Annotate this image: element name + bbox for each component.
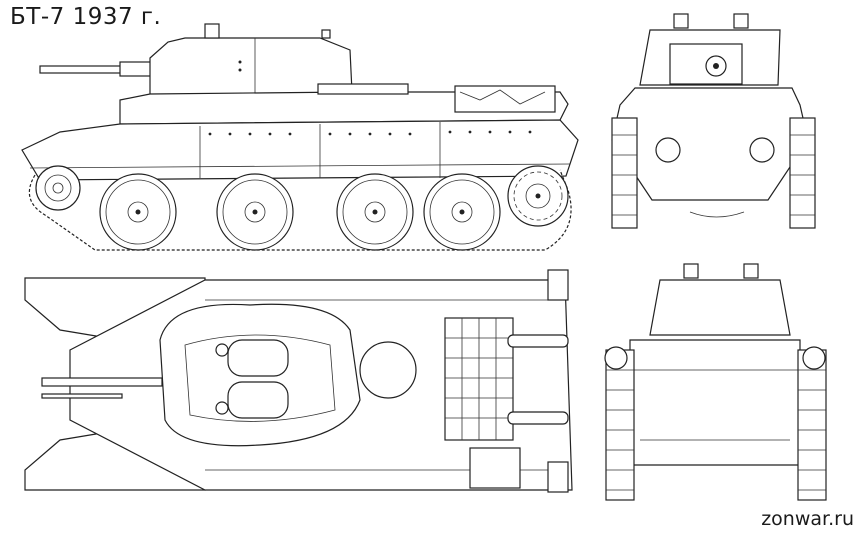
front-hull	[611, 87, 809, 201]
top-view	[24, 269, 573, 493]
rear-view	[604, 263, 827, 501]
front-track-right	[789, 117, 816, 229]
front-view	[611, 13, 816, 229]
side-view	[21, 23, 579, 251]
side-road-wheel-3	[336, 173, 414, 251]
rear-periscope-right	[743, 263, 759, 279]
source-credit: zonwar.ru	[761, 508, 854, 530]
front-track-left	[611, 117, 638, 229]
side-drive-sprocket	[507, 165, 569, 227]
rear-hull	[629, 339, 801, 466]
side-track	[28, 169, 572, 251]
side-rivets	[208, 130, 532, 136]
top-rear-track-upper	[547, 269, 569, 301]
side-engine-grille	[317, 83, 409, 95]
top-hatch-front	[215, 339, 289, 377]
side-periscope	[204, 23, 220, 39]
side-road-wheel-2	[216, 173, 294, 251]
top-hatch-rear	[215, 381, 289, 419]
rear-sprocket-right	[802, 346, 826, 370]
front-headlight-left	[655, 137, 681, 163]
side-idler-wheel	[35, 165, 81, 211]
rear-track-left	[605, 349, 635, 501]
side-road-wheel-4	[423, 173, 501, 251]
top-fan-cover	[359, 341, 417, 399]
side-stowage-box	[454, 85, 556, 113]
rear-track-right	[797, 349, 827, 501]
top-rear-track-lower	[547, 461, 569, 493]
top-exhaust-lower	[507, 411, 569, 425]
top-engine-grille	[444, 317, 514, 441]
rear-sprocket-left	[604, 346, 628, 370]
rear-periscope-left	[683, 263, 699, 279]
front-periscope-right	[733, 13, 749, 29]
top-exhaust-upper	[507, 334, 569, 348]
rear-turret	[649, 279, 791, 336]
drawing-title: БТ-7 1937 г.	[10, 4, 162, 30]
side-hull	[21, 119, 579, 181]
front-periscope-left	[673, 13, 689, 29]
top-gun-barrel	[41, 377, 163, 387]
front-headlight-right	[749, 137, 775, 163]
side-road-wheel-1	[99, 173, 177, 251]
top-stowage	[469, 447, 521, 489]
